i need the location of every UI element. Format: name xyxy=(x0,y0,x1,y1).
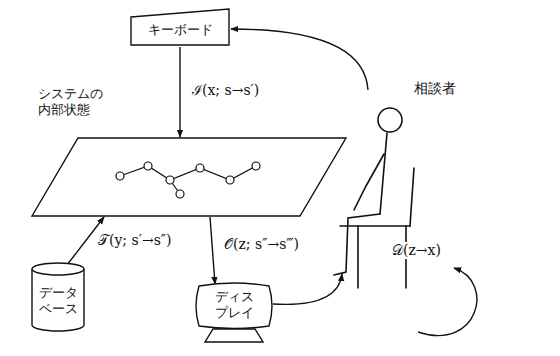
display-monitor: ディス プレイ xyxy=(193,282,275,344)
keyboard-box: キーボード xyxy=(130,8,230,46)
internal-state-plane: システムの内部状態 xyxy=(30,136,348,218)
text-holder: キーボード xyxy=(130,8,230,46)
deliberation-label: 𝒟(z→x) xyxy=(390,242,443,259)
text-holder: データ ベース xyxy=(31,262,85,332)
flow-arrow xyxy=(179,47,180,137)
node-label: システムの内部状態 xyxy=(38,86,103,119)
node-label: キーボード xyxy=(148,22,213,38)
text-holder: 相談者 xyxy=(318,82,468,102)
text-holder: システムの内部状態 xyxy=(30,136,348,169)
internal-state-plane-outline xyxy=(30,136,348,218)
node-label: 相談者 xyxy=(414,80,456,98)
database-cylinder: データ ベース xyxy=(31,262,85,332)
node-label: ディス プレイ xyxy=(211,289,257,322)
transition-label: 𝒯(y; s′→s″) xyxy=(96,232,174,249)
flow-arrow xyxy=(210,217,215,284)
text-holder: ディス プレイ xyxy=(193,282,275,328)
transition-label: 𝒪(z; s″→s‴) xyxy=(222,236,301,253)
person-figure: 相談者 xyxy=(318,82,468,294)
node-label: データ ベース xyxy=(36,285,80,318)
person-figure-outline xyxy=(318,82,468,294)
flow-arrow xyxy=(273,274,342,304)
transition-label: ℐ(x; s→s′) xyxy=(190,80,261,99)
